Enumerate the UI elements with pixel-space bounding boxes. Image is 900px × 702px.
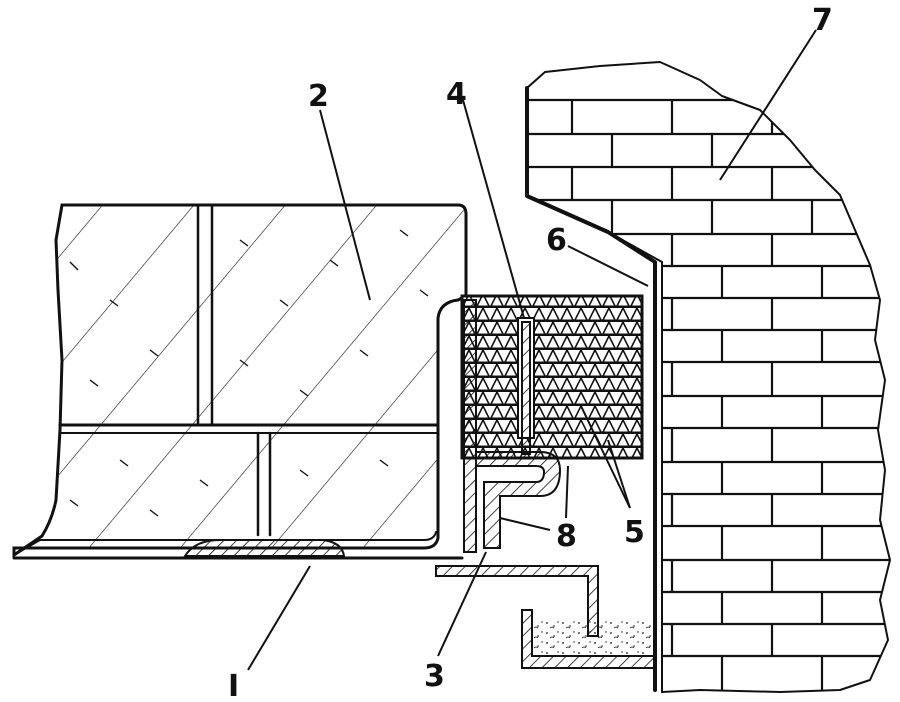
callout-label-3: 3 [424, 659, 445, 694]
callout-label-8: 8 [556, 519, 577, 554]
callout-label-1: I [228, 669, 239, 702]
leader-lines [247, 29, 817, 671]
metal-frame-profile [435, 299, 599, 637]
callout-label-7: 7 [812, 3, 833, 38]
callout-label-6: 6 [546, 223, 567, 258]
callout-label-5: 5 [624, 515, 645, 550]
sill-bead [12, 531, 464, 560]
callout-labels: I 2 3 4 5 6 7 8 [228, 3, 833, 702]
drip-channel [521, 609, 656, 669]
insulation-packing [460, 294, 644, 460]
glass-block [12, 203, 468, 558]
callout-label-2: 2 [308, 79, 329, 114]
callout-label-4: 4 [446, 77, 467, 112]
